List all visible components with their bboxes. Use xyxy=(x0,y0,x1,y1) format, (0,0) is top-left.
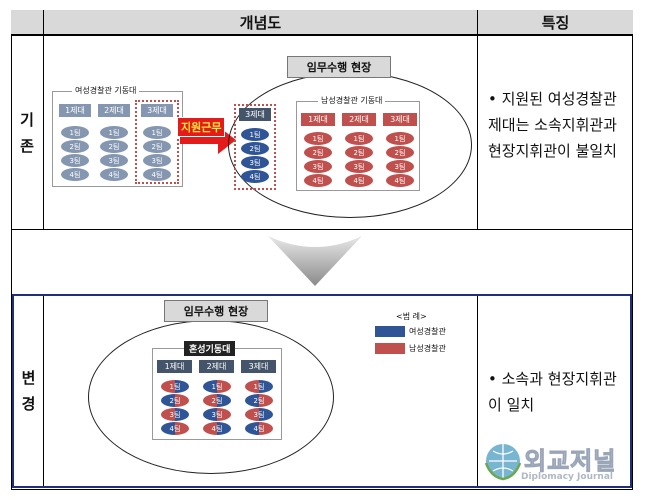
team-marker: 4팀 xyxy=(143,168,171,181)
legend-label-women: 여성경찰관 xyxy=(409,327,446,336)
header-concept: 개념도 xyxy=(44,10,478,36)
feature-cell-after: • 소속과 현장지휘관이 일치 xyxy=(478,366,633,426)
team-marker: 4팀 xyxy=(100,168,128,181)
unit-header: 3제대 xyxy=(241,360,276,373)
team-marker: 3팀 xyxy=(143,154,171,167)
team-marker: 1팀 xyxy=(345,132,373,145)
unit-header: 1제대 xyxy=(301,113,335,126)
team-marker: 4팀 xyxy=(203,422,231,435)
row-label-after: 변 경 xyxy=(14,296,44,486)
team-marker: 3팀 xyxy=(386,160,414,173)
team-marker: 1팀 xyxy=(386,132,414,145)
unit-header: 3제대 xyxy=(141,104,173,117)
deployed-unit-outline xyxy=(234,104,276,190)
team-marker: 2팀 xyxy=(61,140,89,153)
team-marker: 1팀 xyxy=(61,126,89,139)
row-label-before-bottom: 존 xyxy=(20,136,34,155)
team-marker: 4팀 xyxy=(161,422,189,435)
team-marker: 4팀 xyxy=(61,168,89,181)
watermark-subtitle: Diplomacy Journal xyxy=(521,472,613,482)
feature-after-text: • 소속과 현장지휘관이 일치 xyxy=(488,370,617,414)
team-marker: 1팀 xyxy=(241,128,269,141)
team-marker: 3팀 xyxy=(241,156,269,169)
team-marker: 3팀 xyxy=(100,154,128,167)
team-marker: 2팀 xyxy=(245,394,273,407)
unit-header: 2제대 xyxy=(342,113,376,126)
team-marker: 4팀 xyxy=(241,170,269,183)
concept-cell-before xyxy=(44,36,478,229)
concept-cell-after xyxy=(44,296,478,486)
header-corner xyxy=(11,10,44,36)
team-marker: 2팀 xyxy=(143,140,171,153)
mixed-group-label: 혼성기동대 xyxy=(184,341,236,356)
feature-cell-before: • 지원된 여성경찰관 제대는 소속지휘관과 현장지휘관이 불일치 xyxy=(478,86,633,196)
team-marker: 2팀 xyxy=(304,146,332,159)
team-marker: 4팀 xyxy=(245,422,273,435)
row-label-after-bottom: 경 xyxy=(21,395,36,413)
legend-swatch-men xyxy=(375,343,405,354)
team-marker: 2팀 xyxy=(345,146,373,159)
team-marker: 1팀 xyxy=(203,380,231,393)
team-marker: 1팀 xyxy=(245,380,273,393)
unit-header: 1제대 xyxy=(157,360,192,373)
team-marker: 1팀 xyxy=(161,380,189,393)
legend-title: <범 례> xyxy=(396,312,427,321)
after-row-frame xyxy=(12,294,632,488)
men-group-label: 남성경찰관 기동대 xyxy=(318,95,386,106)
row-label-before-top: 기 xyxy=(20,110,34,129)
row-label-after-top: 변 xyxy=(21,369,36,387)
legend-swatch-women xyxy=(375,326,405,337)
watermark-title: 외교저널 xyxy=(523,447,617,476)
team-marker: 1팀 xyxy=(304,132,332,145)
legend-label-men: 남성경찰관 xyxy=(409,344,446,353)
team-marker: 4팀 xyxy=(345,174,373,187)
team-marker: 2팀 xyxy=(161,394,189,407)
women-group-label: 여성경찰관 기동대 xyxy=(72,85,140,96)
team-marker: 2팀 xyxy=(386,146,414,159)
unit-header: 2제대 xyxy=(199,360,234,373)
team-marker: 2팀 xyxy=(241,142,269,155)
team-marker: 1팀 xyxy=(100,126,128,139)
unit-header: 1제대 xyxy=(59,104,91,117)
globe-logo-icon xyxy=(484,444,522,481)
team-marker: 2팀 xyxy=(100,140,128,153)
down-arrow-icon xyxy=(268,236,362,286)
team-marker: 1팀 xyxy=(143,126,171,139)
team-marker: 3팀 xyxy=(245,408,273,421)
team-marker: 3팀 xyxy=(345,160,373,173)
team-marker: 3팀 xyxy=(304,160,332,173)
site-label-before: 임무수행 현장 xyxy=(287,56,391,78)
team-marker: 4팀 xyxy=(386,174,414,187)
site-label-after: 임무수행 현장 xyxy=(164,300,268,322)
row-divider xyxy=(11,229,633,230)
selected-unit-outline xyxy=(135,100,179,184)
deployed-unit-header: 3제대 xyxy=(239,108,271,121)
team-marker: 2팀 xyxy=(203,394,231,407)
team-marker: 3팀 xyxy=(203,408,231,421)
dispatch-label: 지원근무 xyxy=(177,117,226,137)
team-marker: 3팀 xyxy=(61,154,89,167)
unit-header: 3제대 xyxy=(383,113,417,126)
row-label-before: 기 존 xyxy=(11,36,44,229)
feature-before-text: • 지원된 여성경찰관 제대는 소속지휘관과 현장지휘관이 불일치 xyxy=(488,90,617,160)
header-feature: 특징 xyxy=(478,10,633,36)
team-marker: 3팀 xyxy=(161,408,189,421)
unit-header: 2제대 xyxy=(98,104,130,117)
team-marker: 4팀 xyxy=(304,174,332,187)
